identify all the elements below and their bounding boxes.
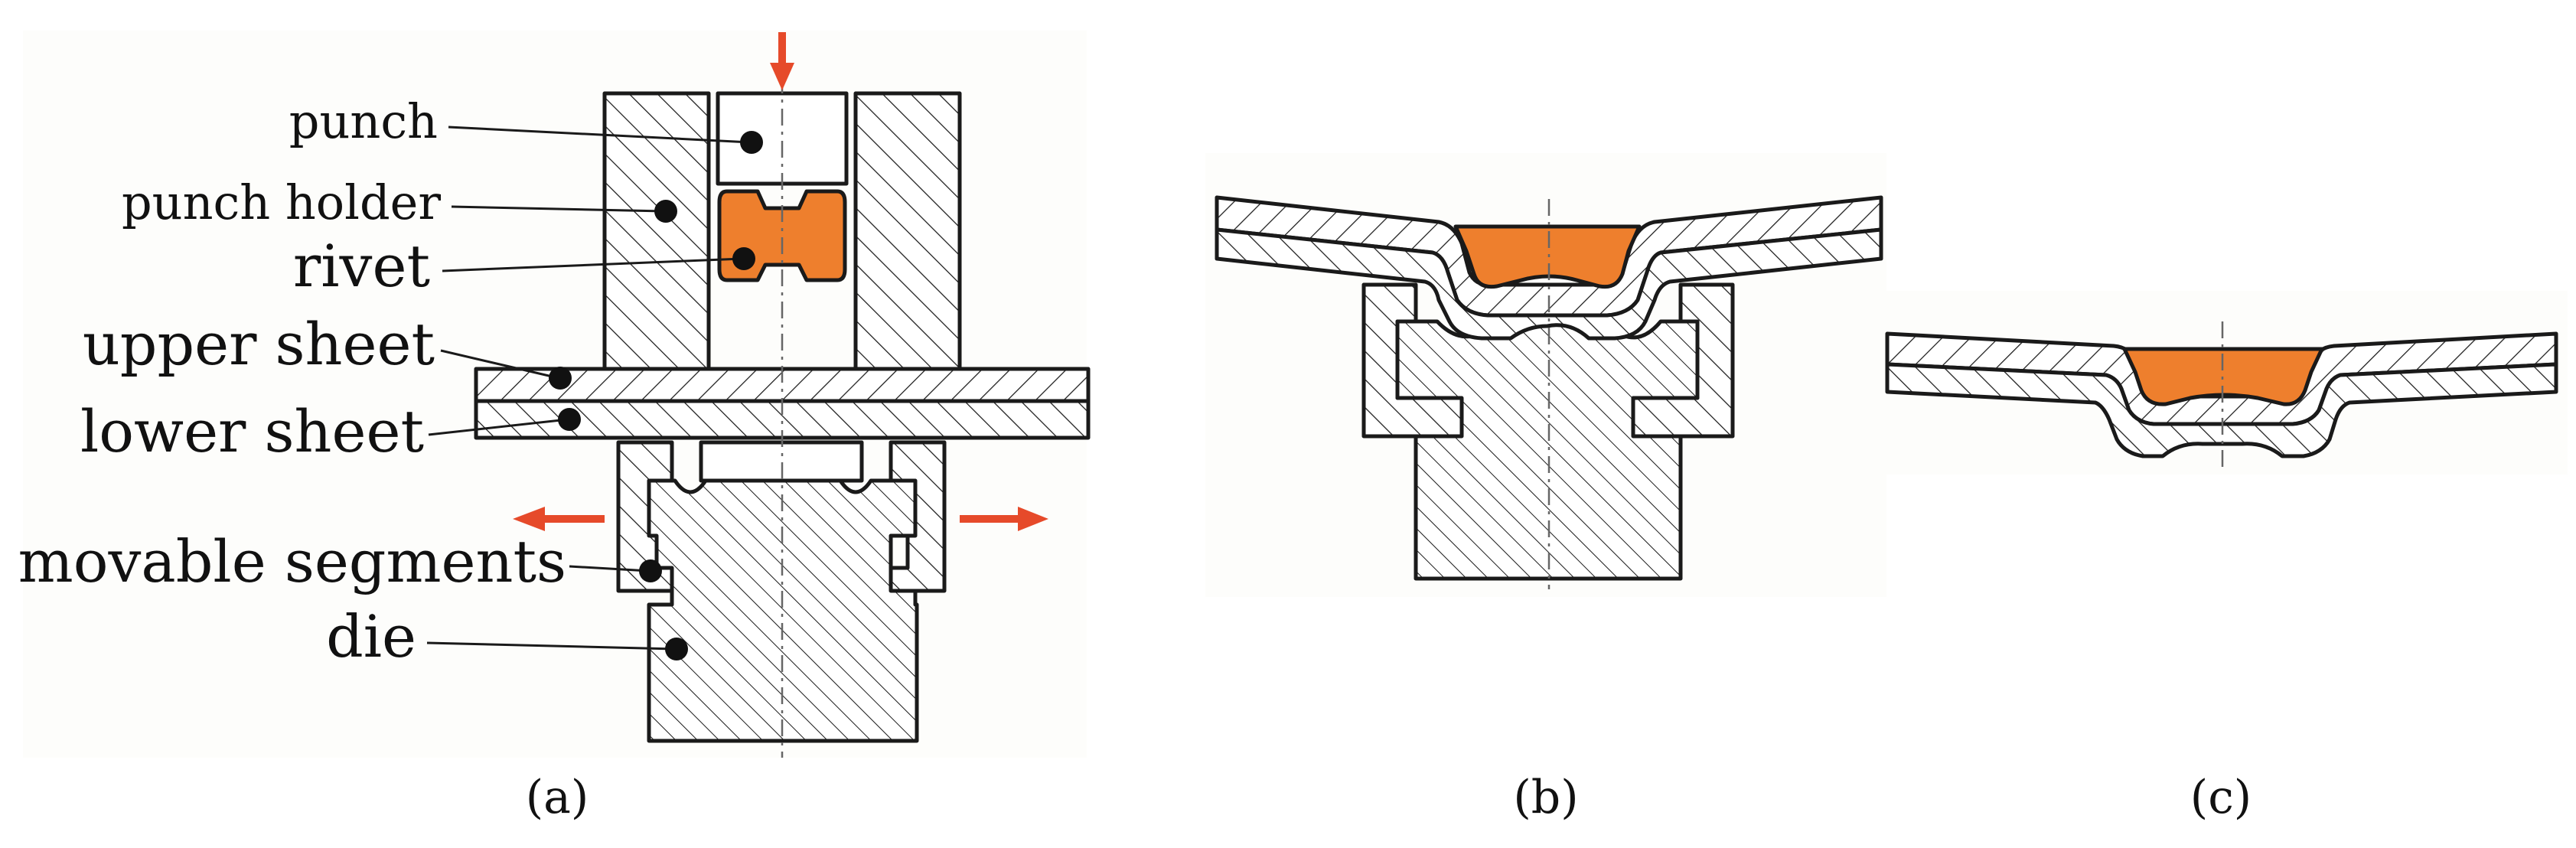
arrow-right-icon bbox=[960, 507, 1048, 531]
label-die: die bbox=[326, 602, 416, 670]
lower-sheet-b bbox=[1215, 227, 1883, 341]
leader-movable-segments bbox=[569, 559, 662, 582]
panel-c bbox=[1885, 321, 2558, 473]
label-rivet: rivet bbox=[293, 232, 430, 300]
panel-a: punch punch holder rivet upper sheet low… bbox=[18, 32, 1091, 758]
label-upper-sheet: upper sheet bbox=[83, 310, 435, 378]
leader-upper-sheet bbox=[440, 349, 572, 390]
leader-die bbox=[426, 638, 688, 660]
punch bbox=[716, 91, 849, 186]
leader-rivet bbox=[442, 247, 755, 272]
arrow-down-icon bbox=[770, 32, 794, 90]
rivet-b bbox=[1453, 224, 1642, 289]
arrow-left-icon bbox=[513, 507, 605, 531]
label-movable-segments: movable segments bbox=[18, 527, 566, 595]
panel-b bbox=[1215, 195, 1883, 589]
caption-c: (c) bbox=[2190, 771, 2252, 824]
caption-b: (b) bbox=[1513, 771, 1578, 824]
label-punch-holder: punch holder bbox=[122, 174, 441, 230]
caption-a: (a) bbox=[526, 771, 589, 824]
lower-sheet-c bbox=[1885, 362, 2558, 458]
leader-lower-sheet bbox=[428, 408, 581, 436]
label-punch: punch bbox=[289, 93, 438, 149]
die-b bbox=[1395, 311, 1700, 581]
leader-punch-holder bbox=[451, 200, 677, 223]
label-lower-sheet: lower sheet bbox=[80, 397, 424, 465]
leader-punch bbox=[448, 126, 763, 154]
die bbox=[647, 478, 919, 743]
